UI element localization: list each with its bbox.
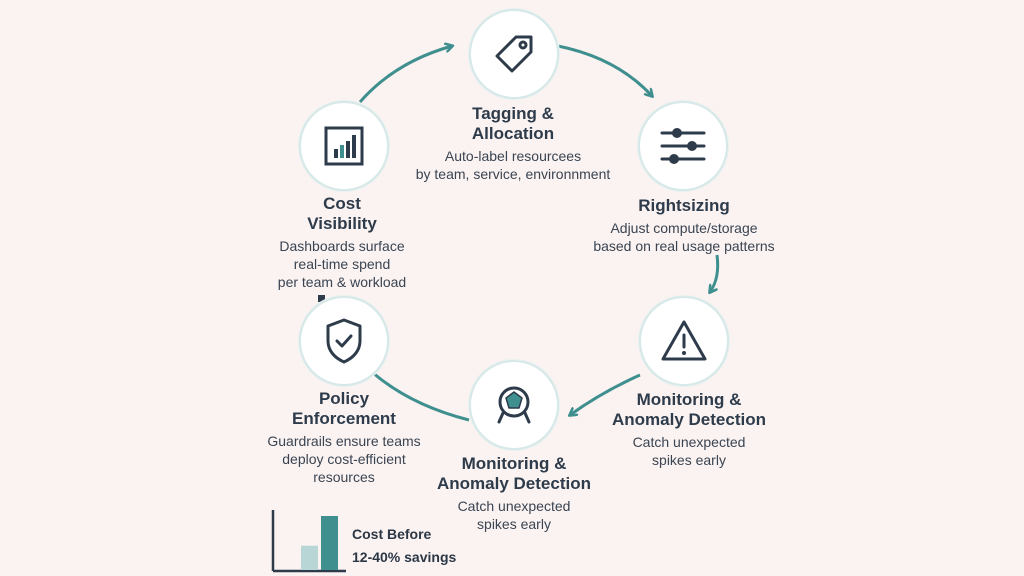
shield-check-icon <box>326 318 362 364</box>
decorative-fragment <box>318 295 325 302</box>
monitoring-bottom-title: Monitoring & Anomaly Detection <box>437 454 591 493</box>
radar-icon <box>497 386 531 424</box>
tagging-title: Tagging & Allocation <box>471 104 555 143</box>
visibility-node[interactable] <box>299 101 389 191</box>
monitoring-bottom-label: Monitoring & Anomaly Detection Catch une… <box>437 454 591 533</box>
bar-chart-icon <box>324 126 364 166</box>
tagging-description: Auto-label resourcees by team, service, … <box>415 148 611 182</box>
arrow-monitoring-to-monitoring <box>570 373 641 415</box>
policy-label: Policy Enforcement Guardrails ensure tea… <box>267 389 420 486</box>
warning-icon <box>661 320 707 361</box>
arrow-monitoring-to-policy <box>371 370 470 422</box>
legend-bar-after <box>321 516 338 570</box>
monitoring-right-title: Monitoring & Anomaly Detection <box>612 390 766 429</box>
monitoring-right-node[interactable] <box>639 296 729 386</box>
visibility-title: Cost Visibility <box>307 194 377 233</box>
tagging-node[interactable] <box>469 9 559 99</box>
arrow-visibility-to-tagging <box>358 46 452 103</box>
rightsizing-title: Rightsizing <box>638 196 730 215</box>
visibility-label: Cost Visibility Dashboards surface real-… <box>278 194 406 291</box>
policy-description: Guardrails ensure teams deploy cost-effi… <box>267 433 421 485</box>
monitoring-right-label: Monitoring & Anomaly Detection Catch une… <box>612 390 766 469</box>
monitoring-right-description: Catch unexpected spikes early <box>632 434 746 468</box>
rightsizing-node[interactable] <box>638 101 728 191</box>
sliders-icon <box>660 128 706 164</box>
monitoring-bottom-description: Catch unexpected spikes early <box>457 498 571 532</box>
monitoring-bottom-node[interactable] <box>469 360 559 450</box>
legend-bar-before <box>301 545 318 570</box>
rightsizing-label: Rightsizing Adjust compute/storage based… <box>593 196 774 255</box>
arrow-tagging-to-rightsizing <box>557 44 652 96</box>
tag-icon <box>495 35 533 73</box>
tagging-label: Tagging & Allocation Auto-label resource… <box>416 104 611 183</box>
arrow-rightsizing-to-monitoring <box>710 254 720 292</box>
rightsizing-description: Adjust compute/storage based on real usa… <box>593 220 775 254</box>
cost-bars-icon <box>271 510 346 573</box>
policy-node[interactable] <box>299 296 389 386</box>
visibility-description: Dashboards surface real-time spend per t… <box>277 238 407 290</box>
policy-title: Policy Enforcement <box>292 389 396 428</box>
legend-cost-before: Cost Before <box>352 526 432 542</box>
legend-savings: 12-40% savings <box>352 549 457 565</box>
